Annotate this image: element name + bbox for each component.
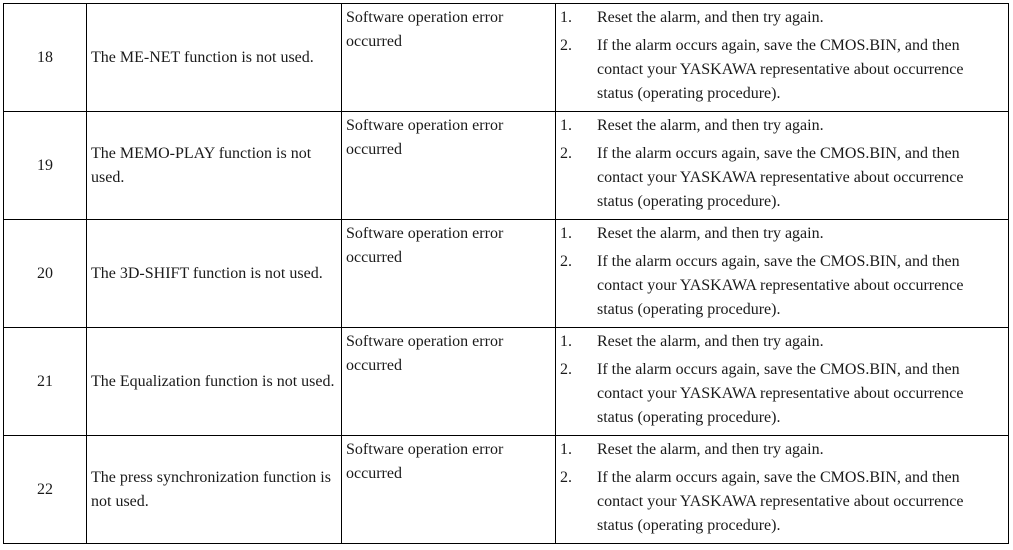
remedy-step: 2. If the alarm occurs again, save the C… [560, 34, 1002, 106]
detail-text: Software operation error occurred [341, 111, 556, 220]
step-number: 1. [560, 333, 572, 350]
remedy-step: 2. If the alarm occurs again, save the C… [560, 142, 1002, 214]
subcode-number: 19 [3, 111, 87, 220]
step-text: Reset the alarm, and then try again. [597, 441, 824, 458]
step-text: Reset the alarm, and then try again. [597, 225, 824, 242]
step-number: 2. [560, 253, 572, 270]
step-number: 2. [560, 469, 572, 486]
step-number: 2. [560, 361, 572, 378]
cause-text: The Equalization function is not used. [86, 327, 342, 436]
step-text: Reset the alarm, and then try again. [597, 117, 824, 134]
subcode-number: 22 [3, 435, 87, 544]
remedy-step: 1. Reset the alarm, and then try again. [560, 114, 1002, 138]
subcode-number: 20 [3, 219, 87, 328]
remedy-step: 2. If the alarm occurs again, save the C… [560, 466, 1002, 538]
remedy-step: 2. If the alarm occurs again, save the C… [560, 358, 1002, 430]
step-number: 2. [560, 145, 572, 162]
table-row: 19 The MEMO-PLAY function is not used. S… [3, 111, 1009, 220]
step-number: 1. [560, 9, 572, 26]
table-row: 22 The press synchronization function is… [3, 435, 1009, 544]
remedy-step: 1. Reset the alarm, and then try again. [560, 438, 1002, 462]
step-text: If the alarm occurs again, save the CMOS… [597, 361, 964, 426]
step-text: If the alarm occurs again, save the CMOS… [597, 469, 964, 534]
step-number: 1. [560, 441, 572, 458]
table-row: 18 The ME-NET function is not used. Soft… [3, 3, 1009, 112]
step-number: 2. [560, 37, 572, 54]
step-number: 1. [560, 117, 572, 134]
detail-text: Software operation error occurred [341, 327, 556, 436]
detail-text: Software operation error occurred [341, 219, 556, 328]
detail-text: Software operation error occurred [341, 3, 556, 112]
remedy-cell: 1. Reset the alarm, and then try again. … [555, 219, 1009, 328]
cause-text: The 3D-SHIFT function is not used. [86, 219, 342, 328]
cause-text: The ME-NET function is not used. [86, 3, 342, 112]
subcode-number: 18 [3, 3, 87, 112]
step-text: Reset the alarm, and then try again. [597, 9, 824, 26]
remedy-step: 1. Reset the alarm, and then try again. [560, 6, 1002, 30]
remedy-step: 2. If the alarm occurs again, save the C… [560, 250, 1002, 322]
alarm-subcode-table: 18 The ME-NET function is not used. Soft… [3, 3, 1009, 544]
cause-text: The MEMO-PLAY function is not used. [86, 111, 342, 220]
remedy-cell: 1. Reset the alarm, and then try again. … [555, 435, 1009, 544]
subcode-number: 21 [3, 327, 87, 436]
cause-text: The press synchronization function is no… [86, 435, 342, 544]
table-row: 21 The Equalization function is not used… [3, 327, 1009, 436]
detail-text: Software operation error occurred [341, 435, 556, 544]
remedy-step: 1. Reset the alarm, and then try again. [560, 222, 1002, 246]
remedy-step: 1. Reset the alarm, and then try again. [560, 330, 1002, 354]
step-number: 1. [560, 225, 572, 242]
remedy-cell: 1. Reset the alarm, and then try again. … [555, 111, 1009, 220]
remedy-cell: 1. Reset the alarm, and then try again. … [555, 327, 1009, 436]
step-text: If the alarm occurs again, save the CMOS… [597, 145, 964, 210]
step-text: If the alarm occurs again, save the CMOS… [597, 253, 964, 318]
remedy-cell: 1. Reset the alarm, and then try again. … [555, 3, 1009, 112]
table-row: 20 The 3D-SHIFT function is not used. So… [3, 219, 1009, 328]
step-text: Reset the alarm, and then try again. [597, 333, 824, 350]
step-text: If the alarm occurs again, save the CMOS… [597, 37, 964, 102]
